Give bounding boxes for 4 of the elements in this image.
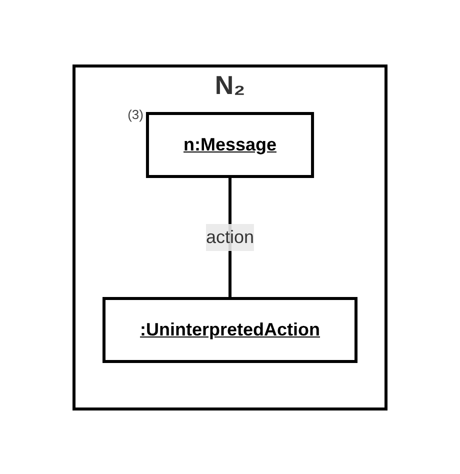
node-box: n:Message	[146, 112, 314, 178]
sequence-number: (3)	[128, 107, 144, 122]
node-box: :UninterpretedAction	[102, 296, 358, 362]
edge-label: action	[206, 226, 254, 246]
